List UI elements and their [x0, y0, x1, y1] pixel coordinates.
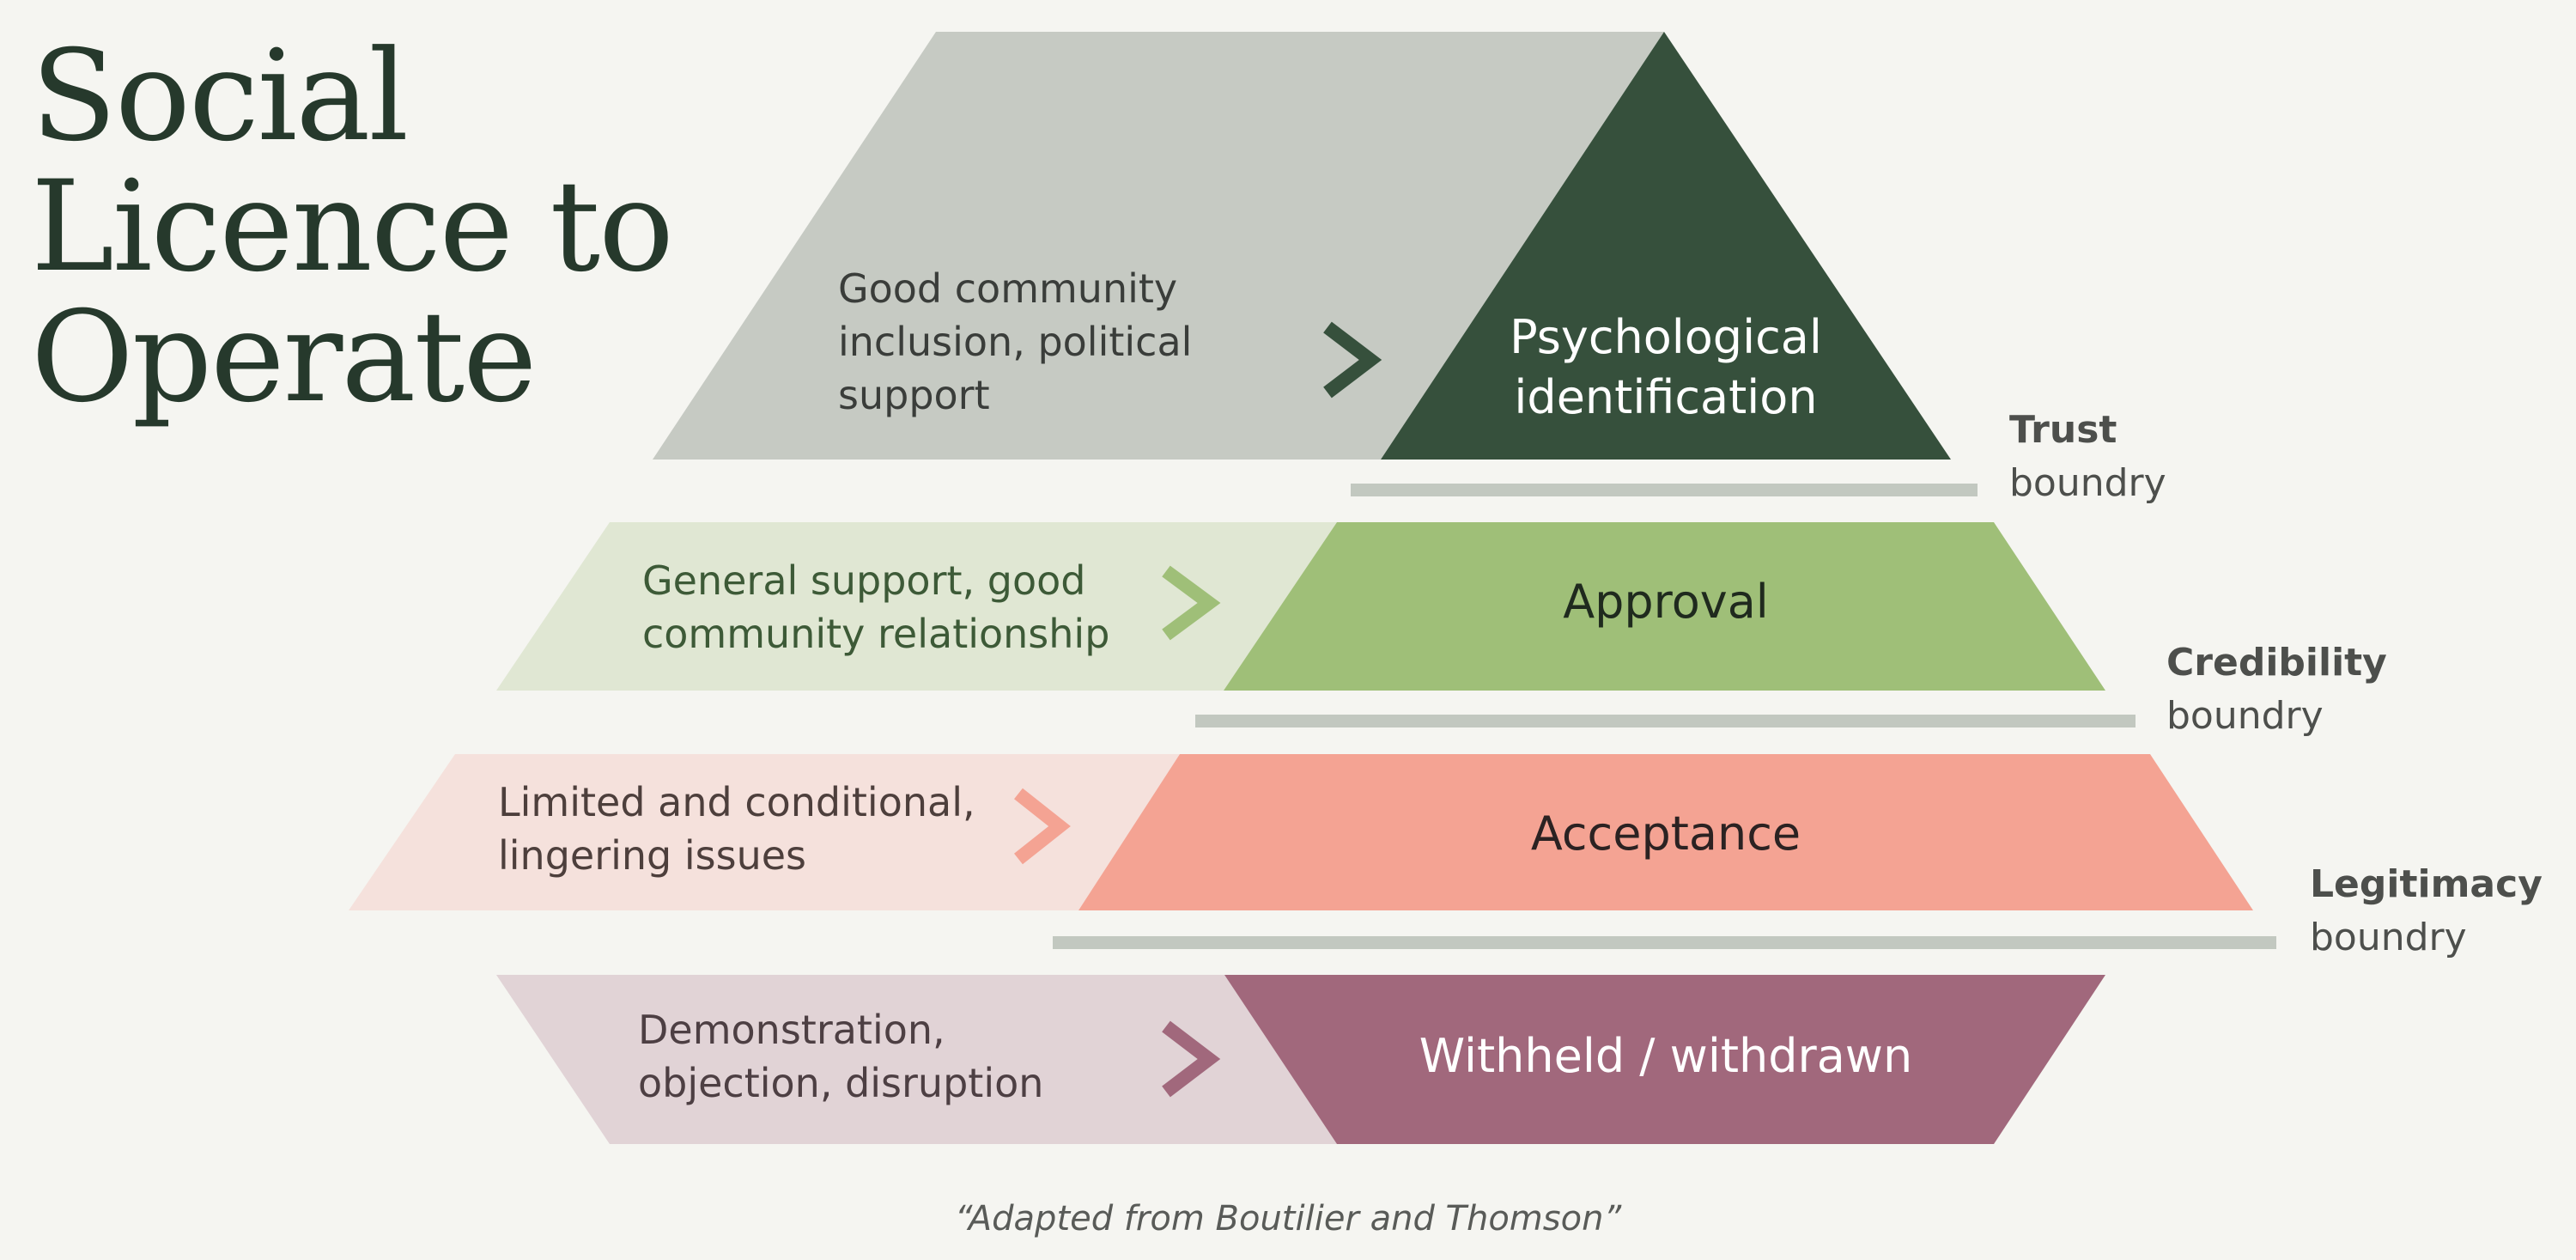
level-1-chevron-icon	[1323, 321, 1382, 399]
description-line: support	[838, 372, 990, 418]
level-3-label: Acceptance	[1408, 804, 1923, 864]
level-3-chevron-icon	[1014, 788, 1071, 865]
level-psychological-identification	[653, 32, 1951, 460]
level-2-outer-band	[496, 522, 1337, 691]
level-3-core-trapezoid	[1078, 754, 2253, 910]
boundary-name: Legitimacy	[2310, 862, 2543, 906]
label-line: Acceptance	[1530, 807, 1801, 861]
level-2-core-trapezoid	[1224, 522, 2105, 691]
title-line: Operate	[31, 284, 537, 430]
credibility-boundary-label: Credibility boundry	[2166, 636, 2387, 743]
legitimacy-boundary-line	[1053, 936, 2276, 949]
level-1-label: Psychological identification	[1408, 307, 1923, 428]
trust-boundary-label: Trust boundry	[2009, 404, 2166, 510]
trust-boundary-line	[1351, 484, 1978, 496]
level-approval	[496, 522, 2105, 691]
boundary-name: Trust	[2009, 408, 2117, 452]
level-3-description: Limited and conditional, lingering issue…	[498, 776, 975, 882]
description-line: Demonstration,	[638, 1007, 945, 1053]
title-line: Social	[31, 23, 409, 169]
label-line: Withheld / withdrawn	[1419, 1029, 1913, 1083]
description-line: objection, disruption	[638, 1060, 1044, 1106]
page-title: Social Licence to Operate	[31, 23, 674, 430]
description-line: Limited and conditional,	[498, 779, 975, 825]
label-line: Psychological	[1510, 310, 1822, 364]
source-caption: “Adapted from Boutilier and Thomson”	[954, 1199, 1622, 1239]
description-line: community relationship	[642, 611, 1110, 657]
level-4-core-trapezoid	[1224, 975, 2105, 1144]
boundary-word: boundry	[2009, 461, 2166, 505]
level-acceptance	[349, 754, 2253, 910]
level-4-label: Withheld / withdrawn	[1365, 1026, 1966, 1087]
level-4-description: Demonstration, objection, disruption	[638, 1003, 1043, 1110]
description-line: Good community	[838, 265, 1178, 312]
level-withheld-withdrawn	[496, 975, 2105, 1144]
level-1-description: Good community inclusion, political supp…	[838, 262, 1192, 422]
description-line: General support, good	[642, 557, 1086, 604]
description-line: lingering issues	[498, 832, 807, 879]
level-2-description: General support, good community relation…	[642, 554, 1109, 660]
boundary-word: boundry	[2310, 916, 2467, 959]
level-2-label: Approval	[1408, 572, 1923, 632]
legitimacy-boundary-label: Legitimacy boundry	[2310, 858, 2543, 965]
level-2-chevron-icon	[1162, 565, 1221, 641]
level-3-outer-band	[349, 754, 1180, 910]
level-1-outer-band	[653, 32, 1664, 460]
label-line: identification	[1514, 370, 1818, 424]
level-4-chevron-icon	[1162, 1020, 1221, 1098]
description-line: inclusion, political	[838, 319, 1193, 365]
boundary-name: Credibility	[2166, 641, 2387, 685]
credibility-boundary-line	[1195, 715, 2136, 727]
level-1-core-triangle	[1381, 32, 1951, 460]
title-line: Licence to	[31, 154, 674, 300]
level-4-outer-band	[496, 975, 1337, 1144]
label-line: Approval	[1563, 575, 1769, 629]
boundary-word: boundry	[2166, 694, 2324, 738]
